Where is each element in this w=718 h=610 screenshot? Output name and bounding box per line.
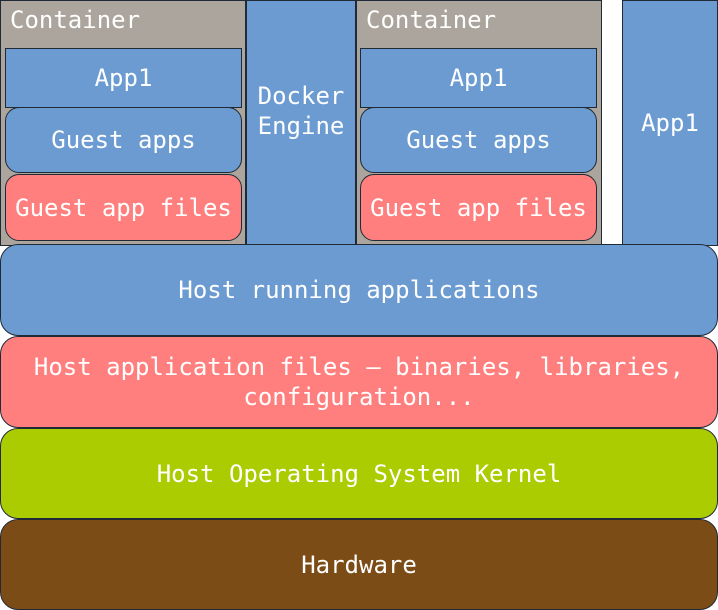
container-1-title: Container xyxy=(10,6,141,34)
container-2-title: Container xyxy=(366,6,497,34)
container-1-guest-apps: Guest apps xyxy=(5,107,242,173)
container-1-app: App1 xyxy=(5,48,242,108)
container-2-app: App1 xyxy=(360,48,597,108)
host-running-applications-layer: Host running applications xyxy=(0,244,718,336)
host-application-files-layer: Host application files — binaries, libra… xyxy=(0,336,718,428)
container-1: Container App1 Guest apps Guest app file… xyxy=(0,0,246,246)
docker-engine: Docker Engine xyxy=(246,0,356,246)
container-1-guest-app-files: Guest app files xyxy=(5,174,242,241)
container-2-guest-app-files: Guest app files xyxy=(360,174,597,241)
standalone-app: App1 xyxy=(622,0,718,246)
hardware-layer: Hardware xyxy=(0,519,718,610)
host-os-kernel-layer: Host Operating System Kernel xyxy=(0,428,718,519)
container-2: Container App1 Guest apps Guest app file… xyxy=(356,0,602,246)
container-2-guest-apps: Guest apps xyxy=(360,107,597,173)
